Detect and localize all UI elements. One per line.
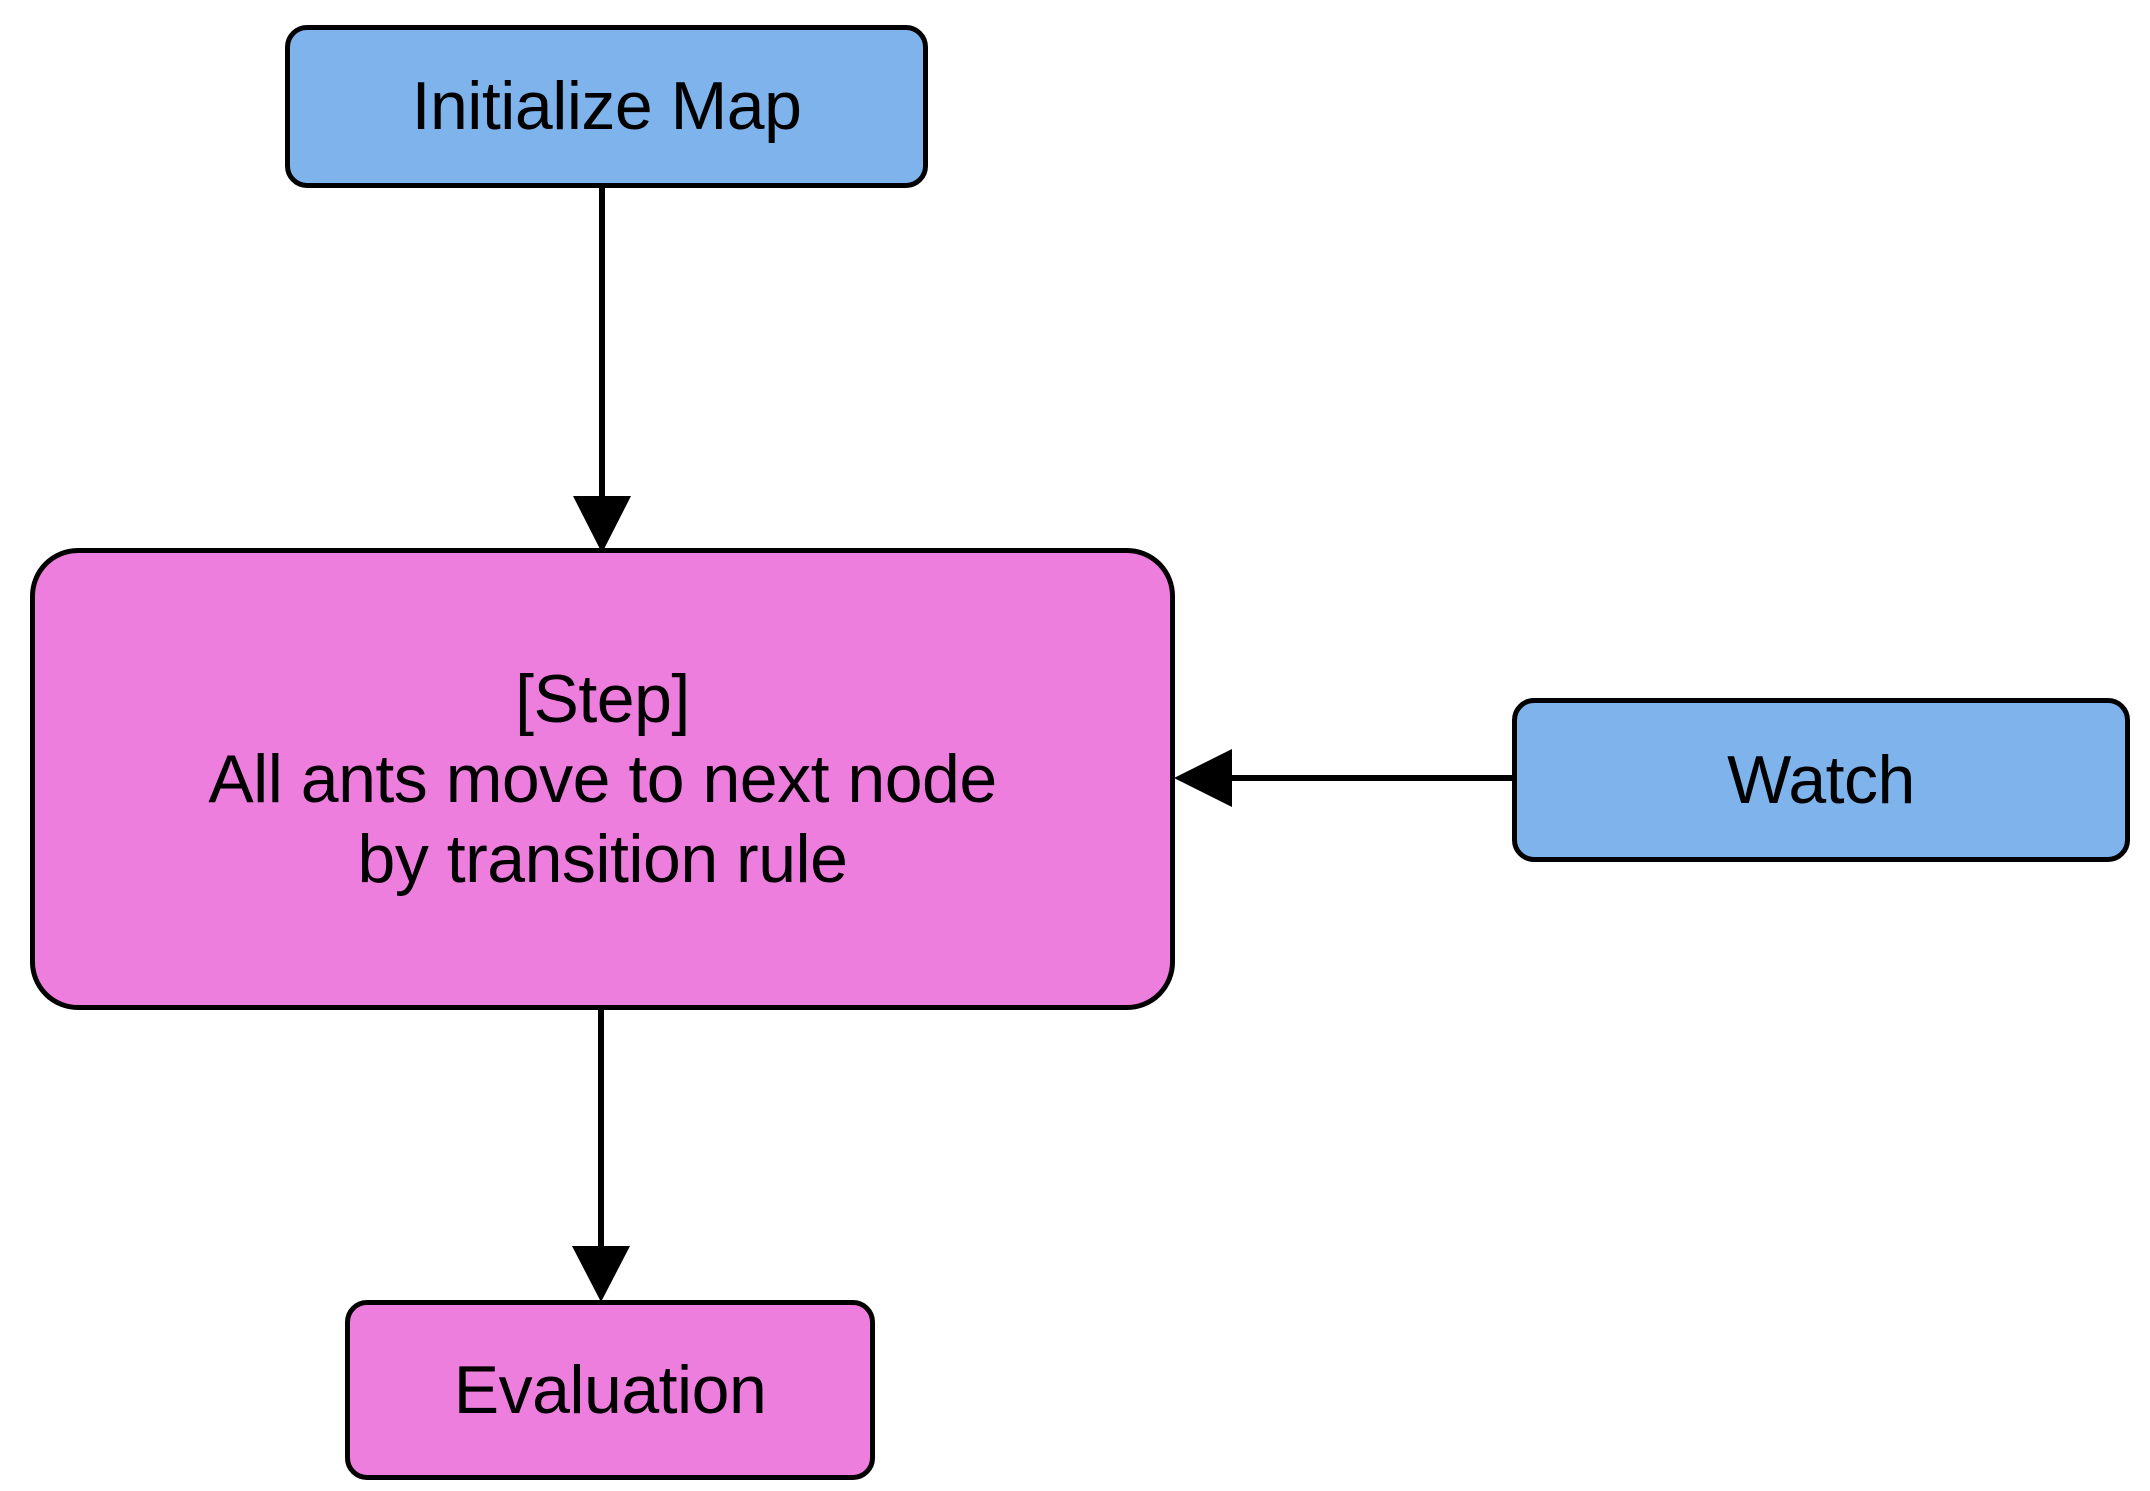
edge-step-to-evaluation [572,1010,630,1302]
node-initialize-map-line-1: Initialize Map [411,68,802,145]
node-initialize-map[interactable]: Initialize Map [285,25,928,188]
node-step-line-2: All ants move to next node [208,740,997,817]
edge-watch-to-step [1174,749,1512,807]
node-step[interactable]: [Step] All ants move to next node by tra… [30,548,1175,1010]
node-watch-line-1: Watch [1727,741,1915,818]
node-step-line-1: [Step] [515,660,690,737]
edge-initialize-to-step [573,188,631,553]
node-evaluation-line-1: Evaluation [453,1351,767,1428]
node-watch[interactable]: Watch [1512,698,2130,862]
node-step-line-3: by transition rule [357,821,848,898]
node-evaluation[interactable]: Evaluation [345,1300,875,1480]
